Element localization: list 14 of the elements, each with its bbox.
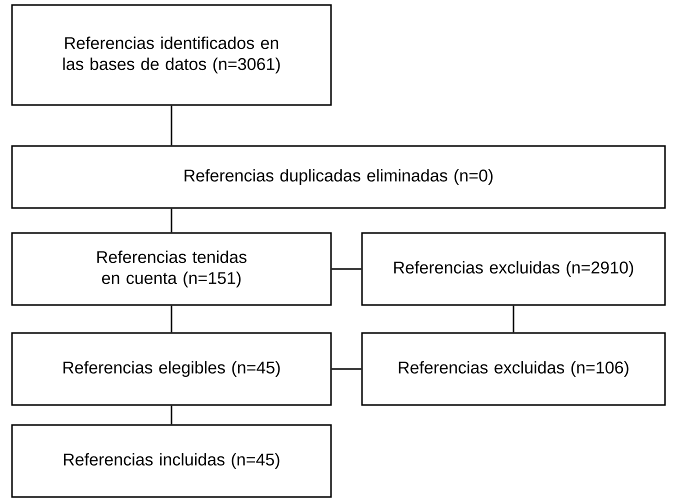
connector-line: [170, 208, 172, 232]
connector-line: [512, 306, 514, 332]
process-box: Referencias excluidas (n=2910): [361, 232, 666, 306]
process-box: Referencias elegibles (n=45): [11, 332, 332, 406]
connector-line: [170, 306, 172, 332]
connector-line: [332, 268, 362, 270]
connector-line: [170, 106, 172, 146]
connector-line: [170, 406, 172, 424]
process-box: Referencias duplicadas eliminadas (n=0): [11, 145, 666, 209]
process-box: Referencias excluidas (n=106): [361, 332, 666, 406]
connector-line: [332, 368, 362, 370]
process-box: Referencias identificados en las bases de datos (n=3061): [11, 4, 332, 106]
process-box: Referencias tenidas en cuenta (n=151): [11, 232, 332, 306]
process-box: Referencias incluidas (n=45): [11, 424, 332, 498]
